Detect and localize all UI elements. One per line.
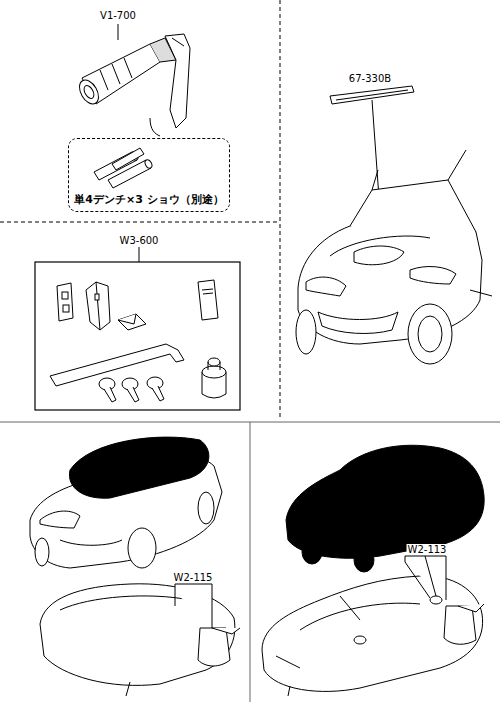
aaa-battery — [94, 148, 153, 188]
part-number-wrap: 67-330B — [348, 73, 392, 84]
panel-divider — [280, 0, 281, 420]
part-number-wrap: W2-115 — [173, 572, 214, 583]
storage-bag — [198, 628, 240, 666]
part-number: W2-115 — [173, 572, 214, 583]
dashed-callout-box: 単4デンチ×3 ショウ（別途） — [68, 138, 230, 212]
top-cover — [40, 584, 235, 696]
part-number: V1-700 — [99, 10, 137, 21]
storage-bag — [444, 604, 484, 644]
car-with-top-cover — [30, 437, 222, 568]
car-full-cover — [286, 445, 484, 572]
part-number-wrap: W2-113 — [407, 544, 448, 555]
kit-contents — [50, 280, 226, 402]
flashlight — [76, 24, 190, 136]
part-number: 67-330B — [348, 73, 392, 84]
part-number-wrap: V1-700 — [99, 10, 137, 21]
part-number: W2-113 — [407, 544, 448, 555]
panel-divider — [0, 222, 280, 223]
panel-divider — [250, 422, 251, 702]
part-number-wrap: W3-600 — [119, 235, 160, 246]
leader-line — [139, 247, 140, 262]
note-text: 単4デンチ×3 ショウ（別途） — [69, 192, 229, 207]
kit-frame — [35, 262, 240, 410]
full-cover — [262, 556, 483, 696]
roadster-front — [296, 150, 492, 364]
part-number: W3-600 — [119, 235, 160, 246]
